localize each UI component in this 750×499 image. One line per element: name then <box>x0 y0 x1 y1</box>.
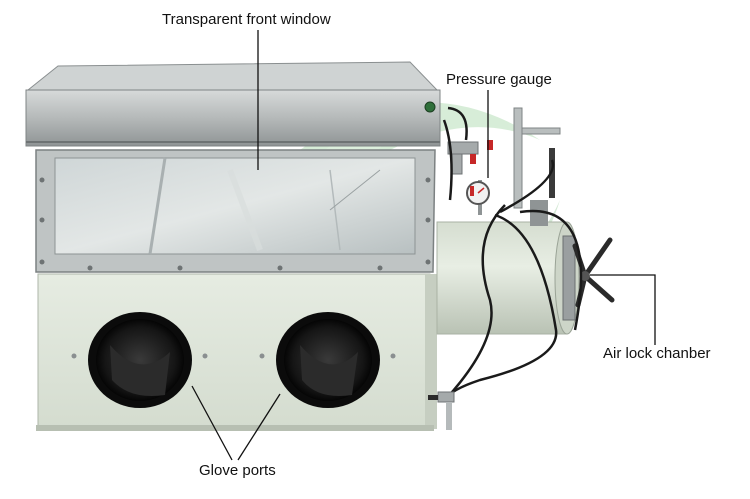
glove-port-right <box>276 312 380 408</box>
drain-valve <box>428 391 455 430</box>
label-glove-ports: Glove ports <box>199 462 276 479</box>
hoses <box>442 106 583 401</box>
valve-assembly <box>447 141 479 175</box>
support-post <box>513 107 561 209</box>
glove-port-left <box>88 312 192 408</box>
callout-lines <box>191 30 656 461</box>
label-transparent-front-window: Transparent front window <box>162 11 331 28</box>
airlock-chamber <box>436 200 580 335</box>
callout-airlock-line <box>590 274 656 345</box>
pressure-gauge <box>466 140 493 215</box>
top-hood <box>25 61 441 147</box>
label-air-lock-chamber: Air lock chanber <box>603 345 711 362</box>
window-bolts <box>39 177 431 271</box>
callout-glove-line-right <box>237 393 281 461</box>
indicator-light-icon <box>424 101 436 113</box>
callout-glove-line-left <box>191 385 233 461</box>
front-window <box>35 149 436 273</box>
label-pressure-gauge: Pressure gauge <box>446 71 552 88</box>
